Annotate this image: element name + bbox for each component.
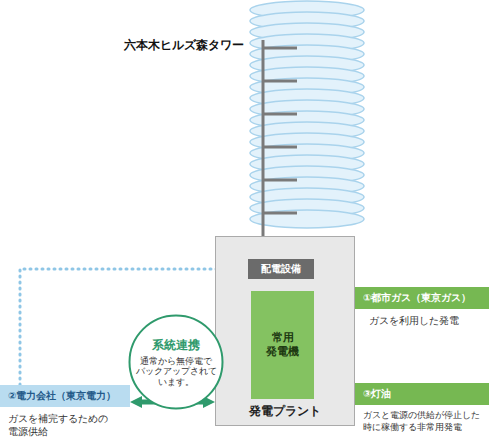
distribution-box: 配電設備 (248, 259, 314, 279)
plant-box: 発電プラント 配電設備常用 発電機 (215, 236, 355, 426)
source-box: ③灯油ガスと電源の供給が停止した 時に稼働する非常用発電 (355, 383, 489, 405)
building-name: 六本木ヒルズ森タワー (124, 37, 244, 54)
node-note: ガスと電源の供給が停止した 時に稼働する非常用発電 (363, 410, 489, 433)
node-note: ガスを利用した発電 (369, 314, 489, 328)
node-note: 通常から無停電で バックアップされて います。 (135, 356, 217, 388)
riser-line (262, 40, 265, 258)
source-box: ②電力会社（東京電力）ガスを補完するための 電源供給 (0, 385, 130, 407)
node-heading: ③灯油 (363, 383, 489, 405)
node-heading: 系統連携 (152, 337, 200, 354)
source-box: ①都市ガス（東京ガス）ガスを利用した発電 (355, 287, 489, 309)
node-heading: 発電プラント (249, 403, 321, 420)
node-heading: ②電力会社（東京電力） (8, 385, 130, 407)
node-note: ガスを補完するための 電源供給 (8, 412, 120, 438)
node-heading: ①都市ガス（東京ガス） (363, 287, 489, 309)
grid-link-circle: 系統連携通常から無停電で バックアップされて います。 (128, 314, 224, 410)
tower-ring (250, 210, 364, 228)
generator-box: 常用 発電機 (251, 291, 314, 399)
node-heading: 配電設備 (261, 262, 301, 276)
floor-branches (263, 48, 297, 213)
node-heading: 常用 発電機 (265, 331, 301, 360)
